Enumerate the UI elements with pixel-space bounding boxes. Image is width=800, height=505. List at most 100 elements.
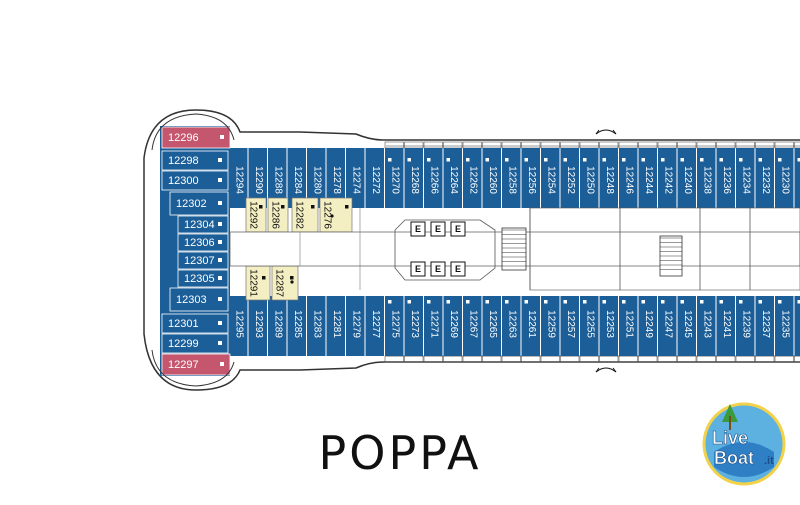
balcony-bay: [502, 142, 521, 148]
elevator-label: E: [455, 264, 461, 274]
cabin-number: 12302: [176, 198, 207, 210]
cabin-number: 12246: [623, 166, 634, 194]
logo-text-live: Live: [712, 428, 748, 448]
balcony-bay: [522, 142, 541, 148]
cabin-number: 12266: [428, 166, 439, 194]
balcony-bay: [600, 356, 619, 362]
balcony-bay: [385, 142, 404, 148]
balcony-bays-bottom: [385, 356, 800, 362]
balcony-bay: [619, 142, 638, 148]
cabin-number: 12281: [331, 310, 342, 338]
cabin-number: 12295: [233, 310, 244, 338]
logo-text-suffix: .it: [764, 455, 774, 467]
balcony-bay: [658, 356, 677, 362]
cabin-marker: [218, 158, 222, 162]
balcony-bay: [580, 142, 599, 148]
cabin-marker: [759, 300, 763, 304]
cabin-marker: [218, 222, 222, 226]
cabin-marker: [259, 205, 263, 209]
balcony-bay: [639, 142, 658, 148]
balcony-bay: [424, 356, 443, 362]
cabin-number: 12244: [643, 166, 654, 194]
balcony-bay: [756, 356, 775, 362]
cabin-marker: [427, 158, 431, 162]
balcony-bay: [756, 142, 775, 148]
cabin-marker: [544, 158, 548, 162]
cabin-marker: [218, 321, 222, 325]
cabin-marker: [661, 158, 665, 162]
elevator-label: E: [435, 264, 441, 274]
cabin-marker: [218, 178, 222, 182]
balcony-bay: [483, 356, 502, 362]
cabin-marker: [466, 158, 470, 162]
cabin-number: 12293: [253, 310, 264, 338]
accessible-cabin-icon: [330, 214, 333, 217]
balcony-bay: [736, 142, 755, 148]
balcony-bay: [444, 356, 463, 362]
cabin-number: 12237: [760, 310, 771, 338]
cabin-number: 12241: [721, 310, 732, 338]
cabin-number: 12298: [168, 155, 199, 167]
cabin-number: 12288: [272, 166, 283, 194]
cabin-marker: [622, 158, 626, 162]
stern-cabins: 1229612298123001230212304123061230712305…: [152, 114, 234, 386]
cabin-marker: [218, 201, 222, 205]
cabin-number: 12250: [584, 166, 595, 194]
cabin-marker: [218, 240, 222, 244]
balcony-bay: [795, 142, 800, 148]
cabin-marker: [720, 300, 724, 304]
cabin-marker: [447, 158, 451, 162]
cabin-marker: [681, 300, 685, 304]
cabin-marker: [564, 300, 568, 304]
accessible-cabin-icon: [290, 280, 293, 283]
cabin-marker: [739, 300, 743, 304]
balcony-bay: [385, 356, 404, 362]
cabin-number: 12289: [272, 310, 283, 338]
cabin-marker: [408, 300, 412, 304]
cabin-marker: [218, 297, 222, 301]
cabin-number: 12256: [526, 166, 537, 194]
cabin-number: 12291: [248, 269, 259, 297]
cabin-marker: [218, 341, 222, 345]
cabin-number: 12261: [526, 310, 537, 338]
balcony-bay: [717, 356, 736, 362]
cabin-number: 12260: [487, 166, 498, 194]
balcony-bay: [639, 356, 658, 362]
balcony-bay: [678, 356, 697, 362]
cabin-marker: [642, 158, 646, 162]
cabin-number: 12236: [721, 166, 732, 194]
cabin-number: 12263: [506, 310, 517, 338]
cabin-number: 12235: [779, 310, 790, 338]
cabin-number: 12277: [370, 310, 381, 338]
cabin-marker: [759, 158, 763, 162]
balcony-bays-top: [385, 142, 800, 148]
cabin-number: 12275: [389, 310, 400, 338]
cabin-number: 12270: [389, 166, 400, 194]
balcony-bay: [502, 356, 521, 362]
balcony-bay: [561, 356, 580, 362]
cabin-marker: [218, 258, 222, 262]
cabin-marker: [583, 300, 587, 304]
cabin-number: 12249: [643, 310, 654, 338]
cabin-marker: [583, 158, 587, 162]
cabin-number: 12247: [662, 310, 673, 338]
cabin-marker: [603, 158, 607, 162]
cabin-number: 12272: [370, 166, 381, 194]
cabin-number: 12264: [448, 166, 459, 194]
elevator-label: E: [455, 224, 461, 234]
cabin-number: 12280: [311, 166, 322, 194]
cabin-marker: [388, 300, 392, 304]
cabin-marker: [525, 300, 529, 304]
cabin-number: 12245: [682, 310, 693, 338]
cabin-marker: [778, 158, 782, 162]
cabin-number: 12239: [740, 310, 751, 338]
cabin-number: 12306: [184, 237, 215, 249]
cabin-marker: [262, 276, 266, 280]
cabin-number: 12278: [331, 166, 342, 194]
cabin-marker: [544, 300, 548, 304]
cabin-number: 12274: [350, 166, 361, 194]
cabin-marker: [220, 135, 224, 139]
cabin-number: 12232: [760, 166, 771, 194]
